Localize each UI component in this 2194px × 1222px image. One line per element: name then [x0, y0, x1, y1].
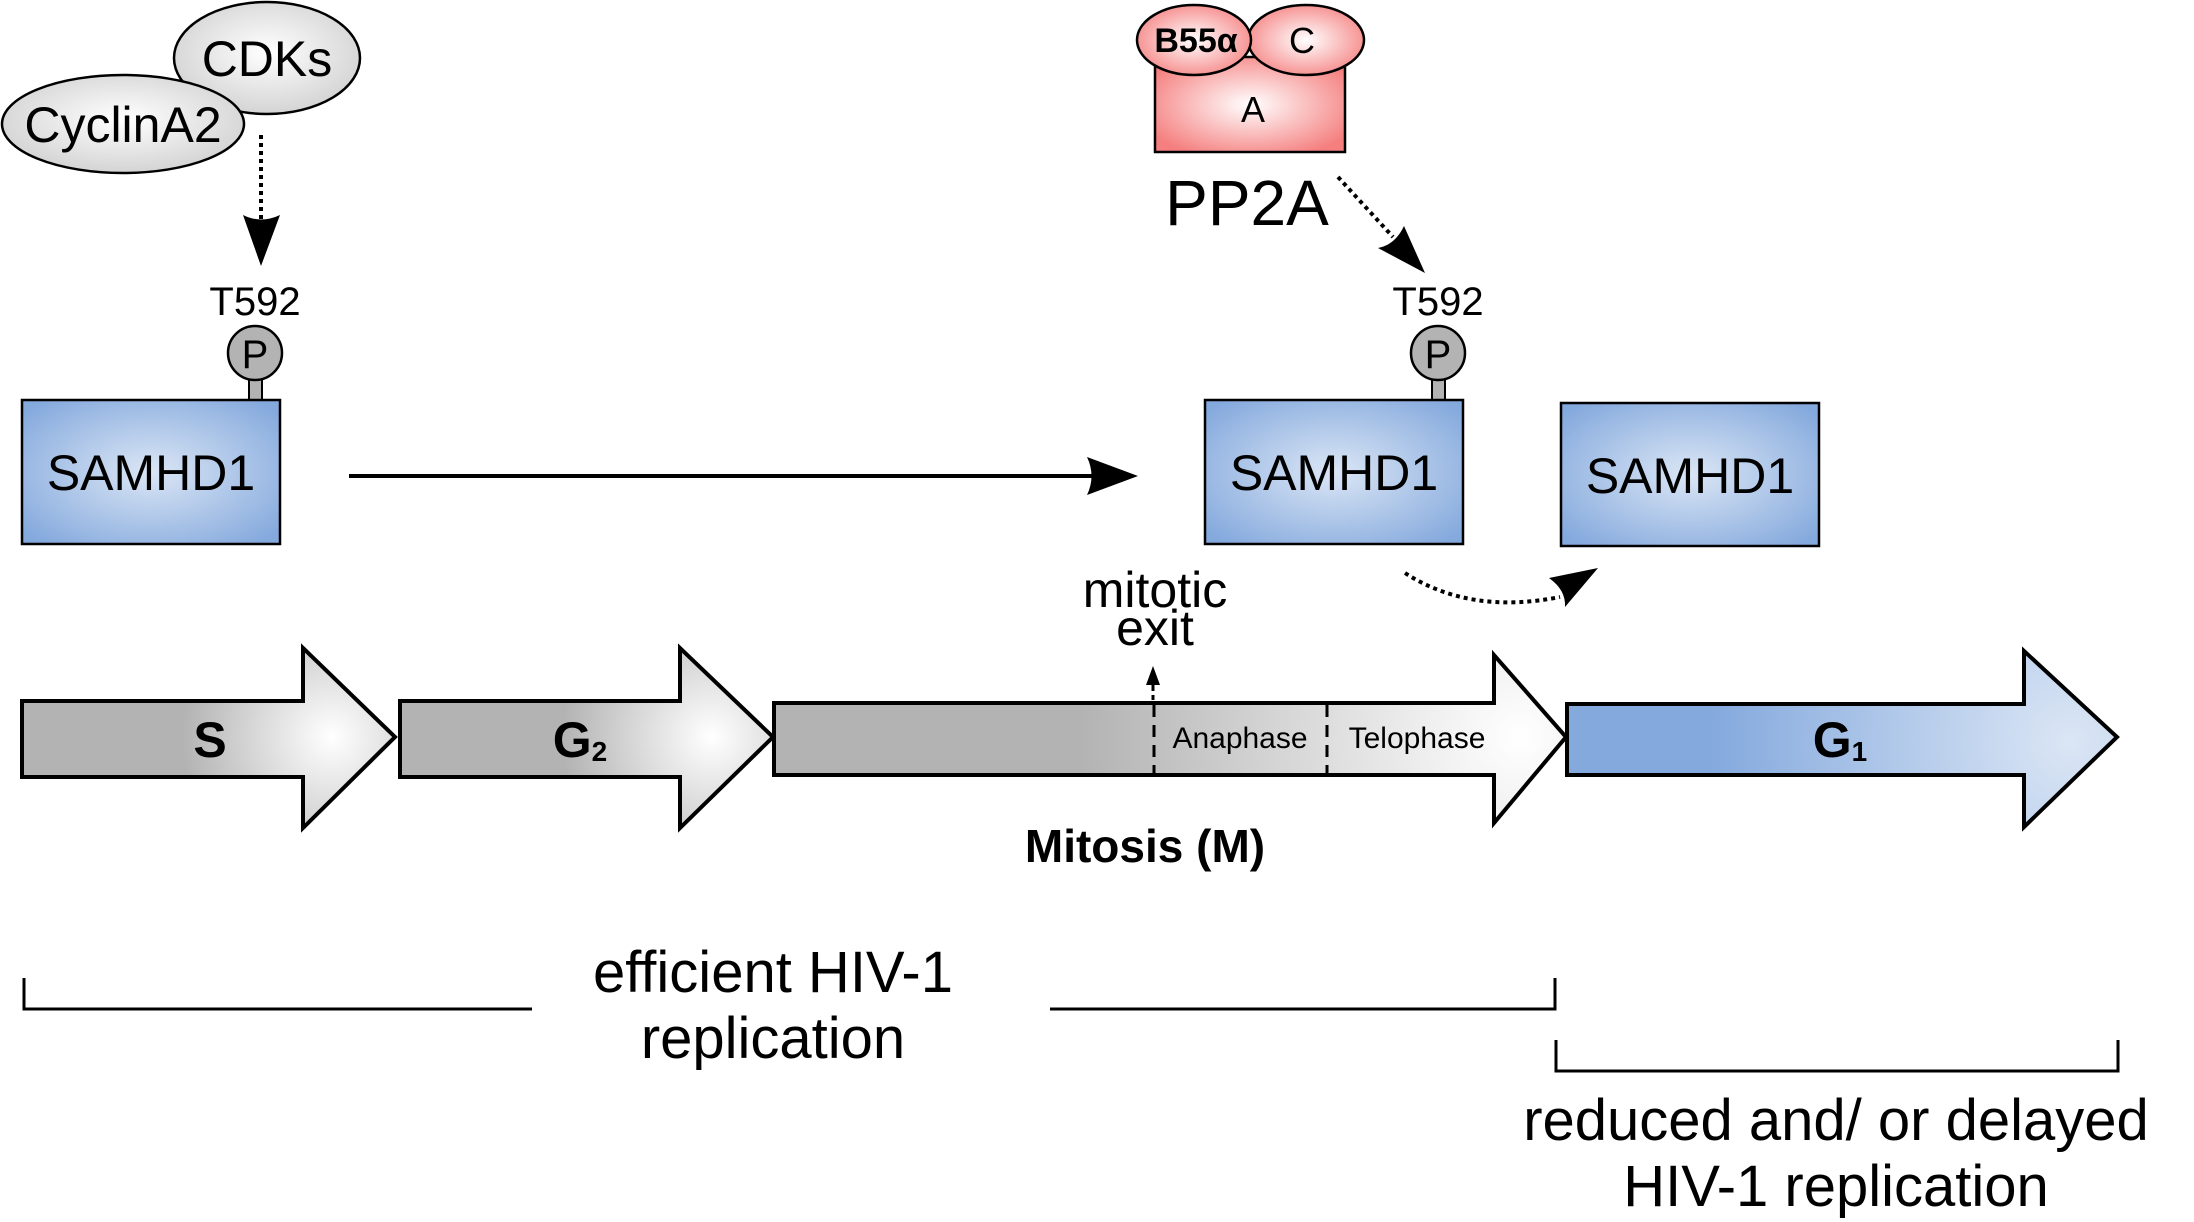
phosphorylation-arrow: [243, 135, 280, 266]
reduced-label-2: HIV-1 replication: [1623, 1154, 2049, 1219]
arrowhead-icon: [1146, 666, 1160, 685]
phase-label-g2: G2: [553, 712, 607, 768]
phospho-mark-label: P: [242, 333, 269, 377]
samhd1-label: SAMHD1: [1230, 445, 1438, 501]
transition-arrow: [349, 457, 1138, 495]
reduced-replication-bracket: reduced and/ or delayed HIV-1 replicatio…: [1523, 1040, 2149, 1219]
reduced-label-1: reduced and/ or delayed: [1523, 1088, 2149, 1153]
efficient-replication-bracket: efficient HIV-1 replication: [22, 940, 1557, 1071]
cyclin-label: CyclinA2: [24, 97, 221, 153]
phase-label-g1: G1: [1813, 712, 1867, 768]
cdks-label: CDKs: [202, 31, 333, 87]
phase-arrow-s: [20, 643, 398, 833]
mitosis-label: Mitosis (M): [1025, 820, 1265, 872]
samhd1-label: SAMHD1: [1586, 448, 1794, 504]
pp2a-complex: A C B55α PP2A: [1135, 3, 1366, 239]
cdks-ellipse: [172, 0, 362, 116]
pp2a-subunit-a-label: A: [1241, 89, 1265, 130]
pp2a-label: PP2A: [1165, 167, 1329, 239]
arrowhead-icon: [1378, 226, 1425, 273]
phospho-mark-label: P: [1425, 333, 1452, 377]
phase-arrow-mitosis: [772, 649, 1569, 829]
cyclin-ellipse: [0, 73, 246, 175]
efficient-label-1: efficient HIV-1: [593, 940, 953, 1005]
phase-label-s: S: [193, 712, 226, 768]
phospho-site-label: T592: [1392, 280, 1483, 324]
kinase-complex: CDKs CyclinA2: [0, 0, 362, 175]
phospho-site-label: T592: [209, 280, 300, 324]
pp2a-subunit-b: [1135, 3, 1253, 77]
arrowhead-icon: [1087, 457, 1138, 495]
dephospho-transition-arrow: [1403, 568, 1598, 607]
dephosphorylation-arrow: [1336, 175, 1425, 273]
mitotic-exit-label-1: mitotic: [1083, 562, 1227, 618]
samhd1-phospho-s-phase: T592 P SAMHD1: [20, 280, 301, 546]
arrowhead-icon: [1549, 568, 1598, 607]
samhd1-box: [20, 398, 282, 546]
efficient-label-2: replication: [641, 1006, 905, 1071]
telophase-label: Telophase: [1349, 722, 1486, 755]
phase-arrow-g2: [398, 643, 776, 833]
phase-arrow-g1: [1565, 646, 2120, 832]
mitotic-exit-marker: mitotic exit: [1083, 562, 1227, 700]
samhd1-phospho-mitosis: T592 P SAMHD1: [1203, 280, 1484, 546]
phospho-marker: [1409, 324, 1467, 382]
samhd1-box: [1559, 401, 1821, 548]
mitotic-exit-label-2: exit: [1116, 600, 1194, 656]
phospho-marker: [226, 324, 284, 382]
cell-cycle-track: S G2 Anaphase Telophase Mitosis (M) G1: [20, 643, 2120, 872]
samhd1-box: [1203, 398, 1465, 546]
pp2a-subunit-b-label: B55α: [1154, 22, 1237, 60]
anaphase-label: Anaphase: [1172, 722, 1307, 755]
arrowhead-icon: [243, 215, 280, 266]
samhd1-dephospho-g1: SAMHD1: [1559, 401, 1821, 548]
pp2a-subunit-c-label: C: [1289, 20, 1315, 61]
samhd1-label: SAMHD1: [47, 445, 255, 501]
